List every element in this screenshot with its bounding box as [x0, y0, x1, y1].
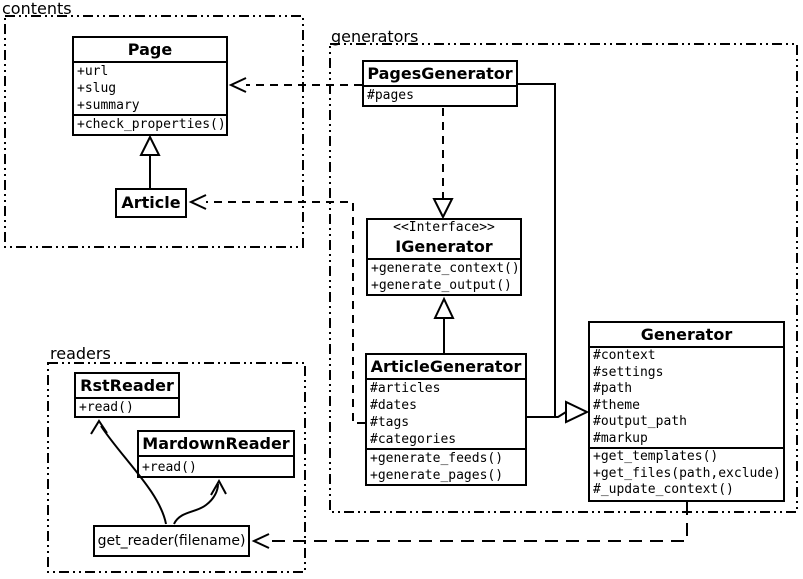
attribute: #categories [370, 432, 457, 447]
method: +get_templates() [593, 449, 719, 464]
class-generator-title: Generator [590, 323, 783, 348]
method: +generate_context() [371, 261, 520, 276]
attribute: #theme [593, 397, 640, 413]
inheritance-generators-to-generator [518, 83, 590, 424]
class-pages-generator-title: PagesGenerator [364, 62, 516, 87]
class-article-generator-methods: +generate_feeds() +generate_pages() [367, 448, 525, 484]
dependency-pagesgenerator-to-page [228, 77, 362, 93]
class-rst-reader-title: RstReader [76, 374, 178, 399]
attribute: #dates [370, 398, 417, 413]
package-label-readers: readers [50, 344, 111, 363]
method: +read() [142, 460, 197, 475]
dependency-generator-to-get-reader [251, 502, 688, 549]
class-igenerator: <<Interface>> IGenerator +generate_conte… [366, 218, 522, 296]
node-get-reader: get_reader(filename) [93, 525, 250, 557]
class-page-title: Page [74, 38, 226, 63]
package-label-generators: generators [331, 27, 419, 46]
class-generator-methods: +get_templates() +get_files(path,exclude… [590, 447, 783, 499]
attribute: #output_path [593, 414, 687, 429]
class-generator-attributes: #context #settings #path #theme #output_… [590, 348, 783, 447]
arrow-get-reader-to-mardownreader [173, 478, 227, 525]
class-igenerator-methods: +generate_context() +generate_output() [368, 260, 520, 294]
method: +generate_output() [371, 278, 512, 293]
class-article-generator: ArticleGenerator #articles #dates #tags … [365, 353, 527, 486]
class-rst-reader-methods: +read() [76, 399, 178, 416]
class-article-generator-attributes: #articles #dates #tags #categories [367, 380, 525, 448]
class-page-attributes: +url +slug +summary [74, 63, 226, 114]
class-article-title: Article [121, 193, 181, 212]
class-page: Page +url +slug +summary +check_properti… [72, 36, 228, 136]
method: +generate_feeds() [370, 451, 504, 466]
dependency-articlegenerator-to-article [188, 194, 365, 424]
class-igenerator-name: IGenerator [395, 237, 493, 256]
attribute: #context [593, 348, 656, 363]
attribute: #articles [370, 381, 441, 396]
attribute: #path [593, 381, 633, 396]
attribute: #pages [367, 88, 414, 103]
class-pages-generator-attributes: #pages [364, 87, 516, 104]
method: +get_files(path,exclude) [593, 465, 781, 481]
class-rst-reader: RstReader +read() [74, 372, 180, 418]
inheritance-articlegenerator-to-igenerator [433, 296, 455, 353]
class-mardown-reader: MardownReader +read() [137, 430, 295, 478]
package-label-contents: contents [2, 0, 72, 18]
attribute: +url [77, 64, 109, 79]
attribute: +slug [77, 81, 117, 96]
method: +read() [79, 400, 134, 415]
inheritance-article-to-page [139, 134, 161, 188]
class-page-methods: +check_properties() [74, 114, 226, 133]
attribute: +summary [77, 98, 140, 113]
class-generator: Generator #context #settings #path #them… [588, 321, 785, 502]
class-igenerator-stereotype: <<Interface>> [393, 220, 495, 235]
class-article: Article [115, 188, 187, 218]
attribute: #settings [593, 364, 664, 380]
realization-pagesgenerator-to-igenerator [432, 108, 454, 220]
class-mardown-reader-title: MardownReader [139, 432, 293, 457]
method: #_update_context() [593, 482, 734, 497]
method: +check_properties() [77, 117, 226, 132]
class-mardown-reader-methods: +read() [139, 457, 293, 476]
method: +generate_pages() [370, 468, 504, 483]
attribute: #markup [593, 430, 648, 446]
class-pages-generator: PagesGenerator #pages [362, 60, 518, 107]
class-igenerator-title: <<Interface>> IGenerator [368, 220, 520, 260]
class-article-generator-title: ArticleGenerator [367, 355, 525, 380]
attribute: #tags [370, 415, 410, 430]
